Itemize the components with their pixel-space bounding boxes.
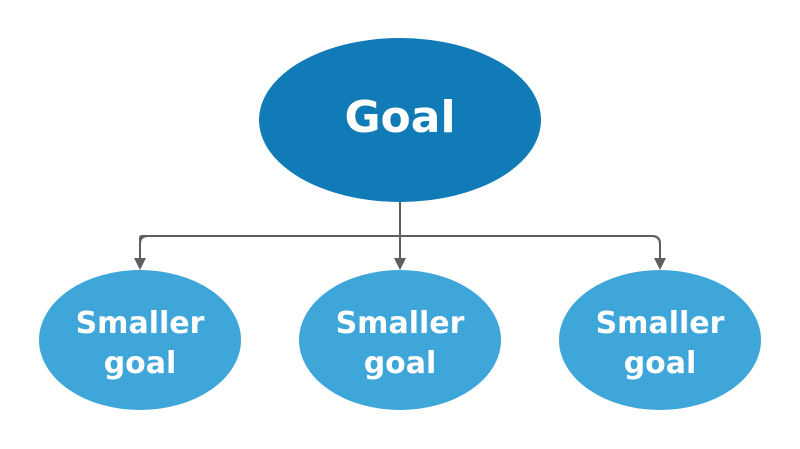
child-node-3: Smaller goal bbox=[559, 270, 761, 410]
svg-text:Smaller: Smaller bbox=[596, 306, 725, 341]
svg-text:goal: goal bbox=[104, 346, 177, 381]
child-node-shape bbox=[559, 270, 761, 410]
root-node: Goal bbox=[259, 38, 541, 202]
child-node-2: Smaller goal bbox=[299, 270, 501, 410]
child-node-shape bbox=[39, 270, 241, 410]
svg-text:Smaller: Smaller bbox=[336, 306, 465, 341]
center-arrowhead bbox=[394, 258, 406, 270]
right-branch-line bbox=[651, 235, 661, 262]
left-branch-line bbox=[139, 235, 149, 262]
left-arrowhead bbox=[134, 258, 146, 270]
svg-text:goal: goal bbox=[364, 346, 437, 381]
arrowheads bbox=[134, 258, 666, 270]
child-node-label-line2: goal bbox=[624, 346, 697, 381]
child-node-1: Smaller goal bbox=[39, 270, 241, 410]
child-node-label-line2: goal bbox=[104, 346, 177, 381]
child-node-label-line1: Smaller bbox=[336, 306, 465, 341]
svg-text:Smaller: Smaller bbox=[76, 306, 205, 341]
root-node-label: Goal bbox=[344, 92, 455, 143]
child-node-label-line1: Smaller bbox=[596, 306, 725, 341]
root-node-shape bbox=[259, 38, 541, 202]
child-node-shape bbox=[299, 270, 501, 410]
right-arrowhead bbox=[654, 258, 666, 270]
child-node-label-line2: goal bbox=[364, 346, 437, 381]
connectors bbox=[139, 200, 661, 262]
svg-text:goal: goal bbox=[624, 346, 697, 381]
child-node-label-line1: Smaller bbox=[76, 306, 205, 341]
